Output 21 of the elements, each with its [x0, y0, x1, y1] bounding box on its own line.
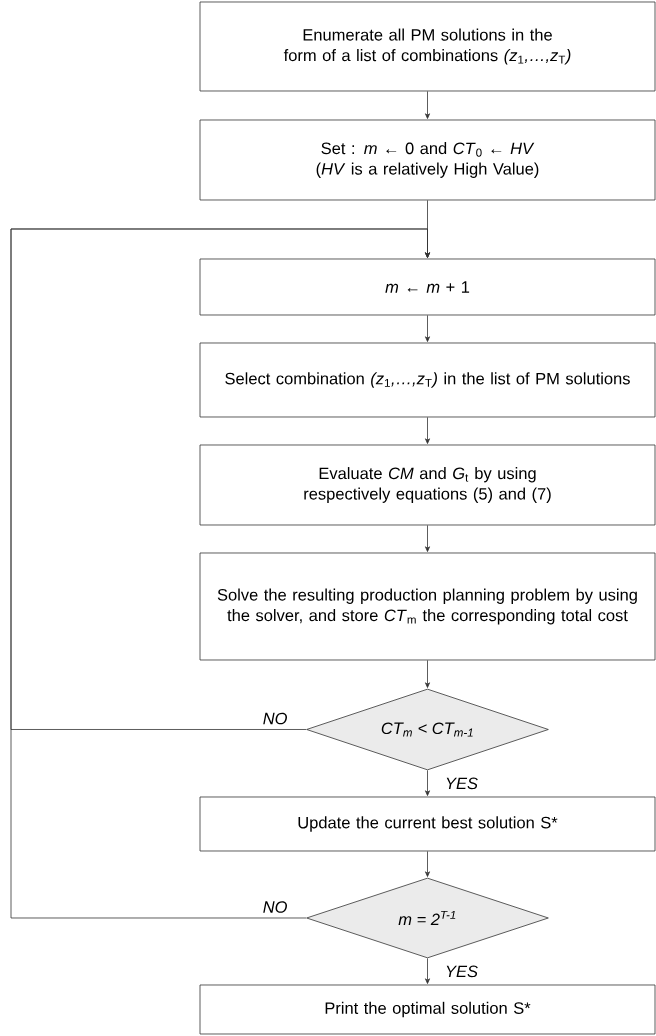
process-box: Select combination (z$_{1}$,…,z$_{T}$) in the list of PM solutions [199, 342, 656, 418]
edge-label: YES [444, 776, 479, 791]
edge-label: YES [444, 964, 479, 979]
edge-label: NO [261, 900, 289, 914]
process-box: Evaluate CM and G$_{t}$ by using respectively equations (5) and (7) [199, 444, 656, 526]
arrow [425, 851, 430, 877]
arrow [10, 228, 430, 919]
process-box: Print the optimal solution S* [199, 984, 656, 1035]
arrow [425, 660, 430, 688]
arrow [425, 417, 430, 444]
arrow [425, 91, 430, 119]
process-box: Enumerate all PM solutions in the form of a list of combinations (z$_{1}$,…,z$_{T}$) [199, 1, 656, 92]
process-box: m ← m + 1 [199, 258, 656, 316]
arrow [425, 958, 430, 984]
edge-label: NO [261, 711, 289, 726]
process-box: Solve the resulting production planning problem by using the solver, and store CT$_{m}$ the corresponding total cost [199, 552, 656, 661]
arrow [425, 525, 430, 552]
process-box: Update the current best solution S* [199, 796, 656, 852]
arrow [425, 315, 430, 342]
process-box: Set : m ← 0 and CT$_{0}$ ← HV (HV is a relatively High Value) [199, 119, 656, 201]
arrow [425, 770, 430, 796]
